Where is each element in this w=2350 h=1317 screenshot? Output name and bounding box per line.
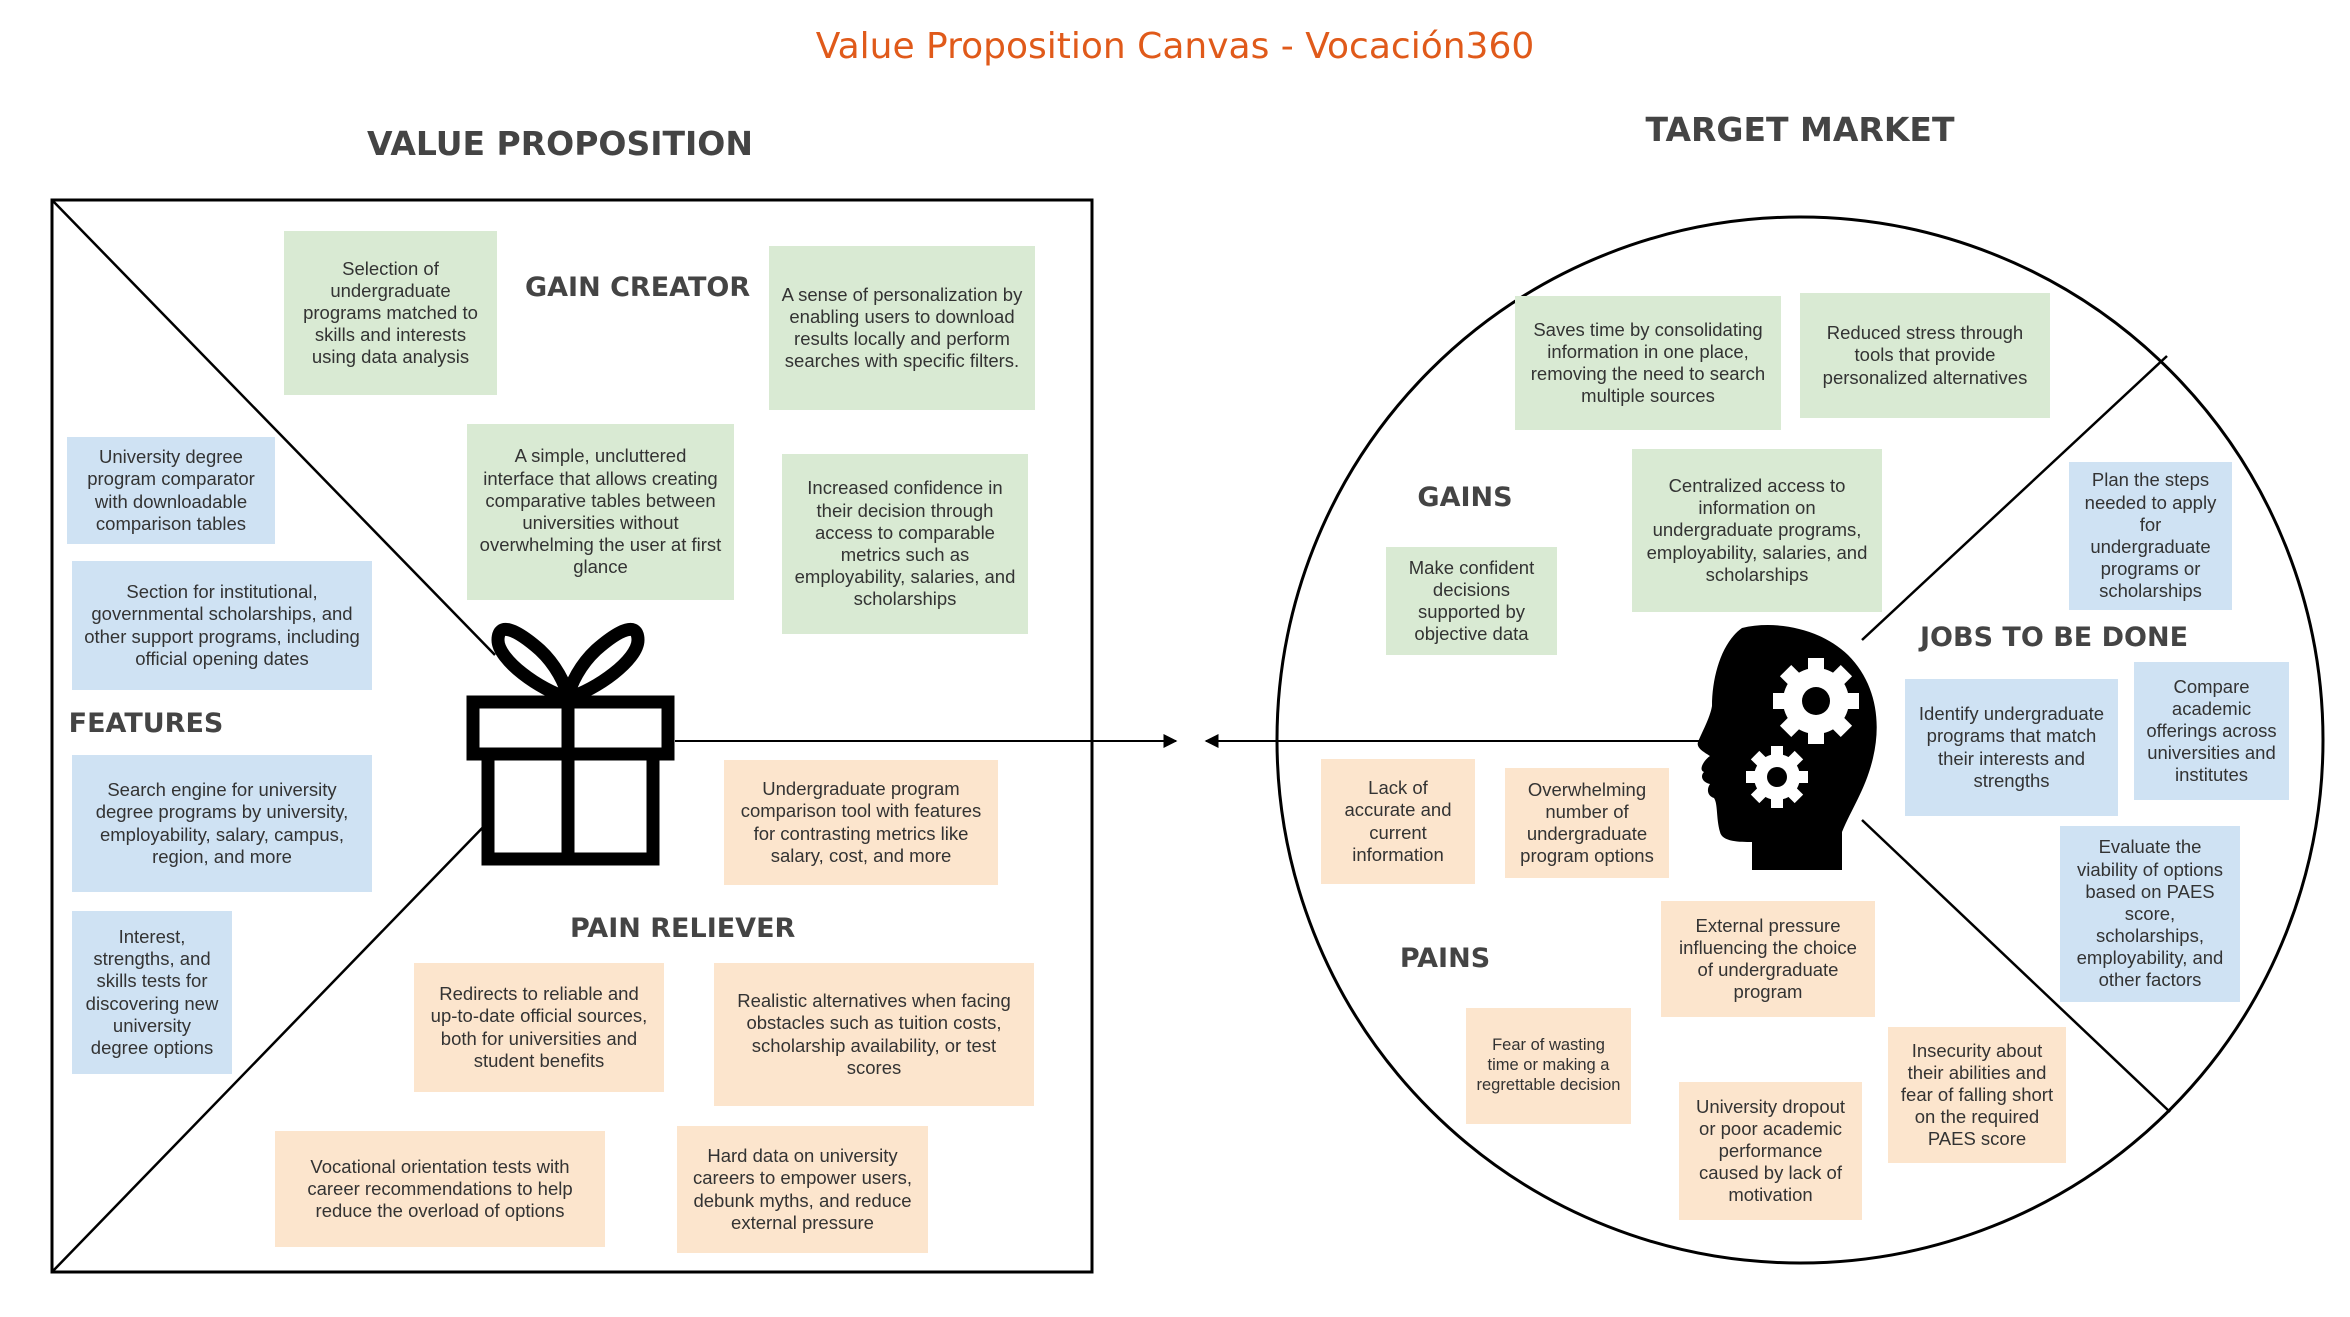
pain-note: Fear of wasting time or making a regrett… — [1466, 1008, 1631, 1124]
pain-reliever-heading: PAIN RELIEVER — [570, 913, 796, 944]
pain-note: University dropout or poor academic perf… — [1679, 1082, 1862, 1220]
square-diagonal-top — [51, 199, 496, 656]
square-diagonal-bottom — [51, 819, 491, 1273]
pain-reliever-note: Undergraduate program comparison tool wi… — [724, 760, 998, 885]
pain-reliever-note: Vocational orientation tests with career… — [275, 1131, 605, 1247]
gain-creator-note: A sense of personalization by enabling u… — [769, 246, 1035, 410]
jobs-to-be-done-heading: JOBS TO BE DONE — [1920, 622, 2189, 653]
gain-note: Reduced stress through tools that provid… — [1800, 293, 2050, 418]
gain-creator-note: Increased confidence in their decision t… — [782, 454, 1028, 634]
pain-note: Lack of accurate and current information — [1321, 759, 1475, 884]
gain-note: Saves time by consolidating information … — [1515, 296, 1781, 430]
gift-icon — [466, 623, 675, 866]
pains-heading: PAINS — [1399, 943, 1491, 974]
pain-reliever-note: Hard data on university careers to empow… — [677, 1126, 928, 1253]
gain-creator-heading: GAIN CREATOR — [525, 272, 751, 303]
job-note: Identify undergraduate programs that mat… — [1905, 679, 2118, 816]
pain-note: External pressure influencing the choice… — [1661, 901, 1875, 1017]
gain-note: Make confident decisions supported by ob… — [1386, 547, 1557, 655]
feature-note: Section for institutional, governmental … — [72, 561, 372, 690]
target-market-heading: TARGET MARKET — [1645, 110, 1955, 149]
canvas-title: Value Proposition Canvas - Vocación360 — [815, 26, 1535, 67]
gain-creator-note: Selection of undergraduate programs matc… — [284, 231, 497, 395]
value-proposition-square — [50, 198, 1094, 1274]
circle-divider-bottom — [1861, 819, 2171, 1113]
value-proposition-heading: VALUE PROPOSITION — [367, 124, 753, 163]
job-note: Plan the steps needed to apply for under… — [2069, 462, 2232, 610]
gain-note: Centralized access to information on und… — [1632, 449, 1882, 612]
feature-note: University degree program comparator wit… — [67, 437, 275, 544]
job-note: Compare academic offerings across univer… — [2134, 662, 2289, 800]
pain-reliever-note: Redirects to reliable and up-to-date off… — [414, 963, 664, 1092]
pain-note: Overwhelming number of undergraduate pro… — [1505, 768, 1669, 878]
head-with-gears-icon — [1697, 625, 1877, 870]
feature-note: Search engine for university degree prog… — [72, 755, 372, 892]
pain-reliever-note: Realistic alternatives when facing obsta… — [714, 963, 1034, 1106]
gain-creator-note: A simple, uncluttered interface that all… — [467, 424, 734, 600]
pain-note: Insecurity about their abilities and fea… — [1888, 1027, 2066, 1163]
circle-divider-top — [1861, 355, 2168, 641]
feature-note: Interest, strengths, and skills tests fo… — [72, 911, 232, 1074]
job-note: Evaluate the viability of options based … — [2060, 826, 2240, 1002]
features-heading: FEATURES — [68, 708, 224, 739]
gains-heading: GAINS — [1417, 482, 1513, 513]
